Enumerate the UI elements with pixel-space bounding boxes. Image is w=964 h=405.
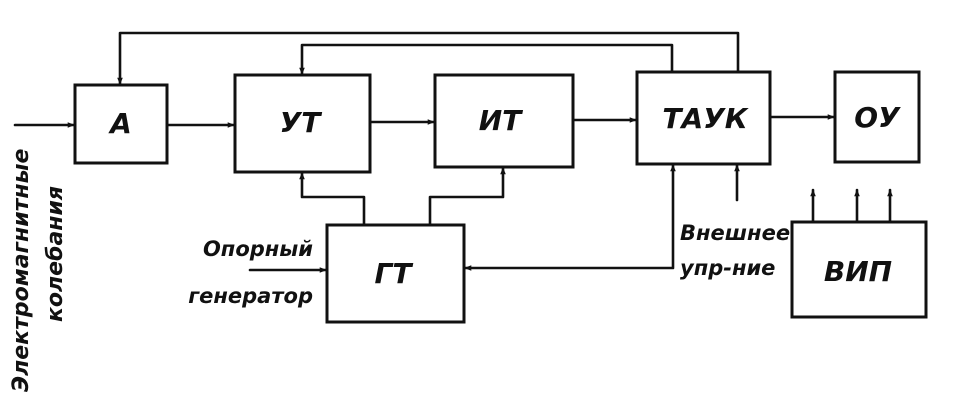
label-em-oscillations-1: Электромагнитные: [9, 148, 34, 392]
arrow-gt-to-ut: [299, 171, 366, 227]
block-tauk-label: ТАУК: [662, 102, 749, 135]
block-vip: [790, 220, 928, 319]
block-a-label: А: [108, 107, 132, 140]
label-ref-gen-1: Опорный: [203, 237, 313, 261]
label-em-oscillations-2: колебания: [43, 186, 68, 322]
feedback-tauk-to-a: [117, 31, 740, 86]
arrow-gt-to-it: [428, 166, 506, 227]
block-it-label: ИТ: [479, 104, 523, 137]
label-ext-control-2: упр-ние: [680, 256, 775, 280]
block-gt-label: ГТ: [375, 257, 414, 290]
block-gt: [325, 223, 466, 324]
label-ref-gen-2: генератор: [188, 284, 313, 308]
block-ou-label: ОУ: [854, 101, 901, 134]
label-ext-control-1: Внешнее: [680, 221, 790, 245]
block-vip-label: ВИП: [824, 255, 892, 288]
link-tauk-gt: [463, 163, 676, 271]
block-ut-label: УТ: [280, 106, 323, 139]
feedback-tauk-to-ut: [299, 43, 674, 76]
